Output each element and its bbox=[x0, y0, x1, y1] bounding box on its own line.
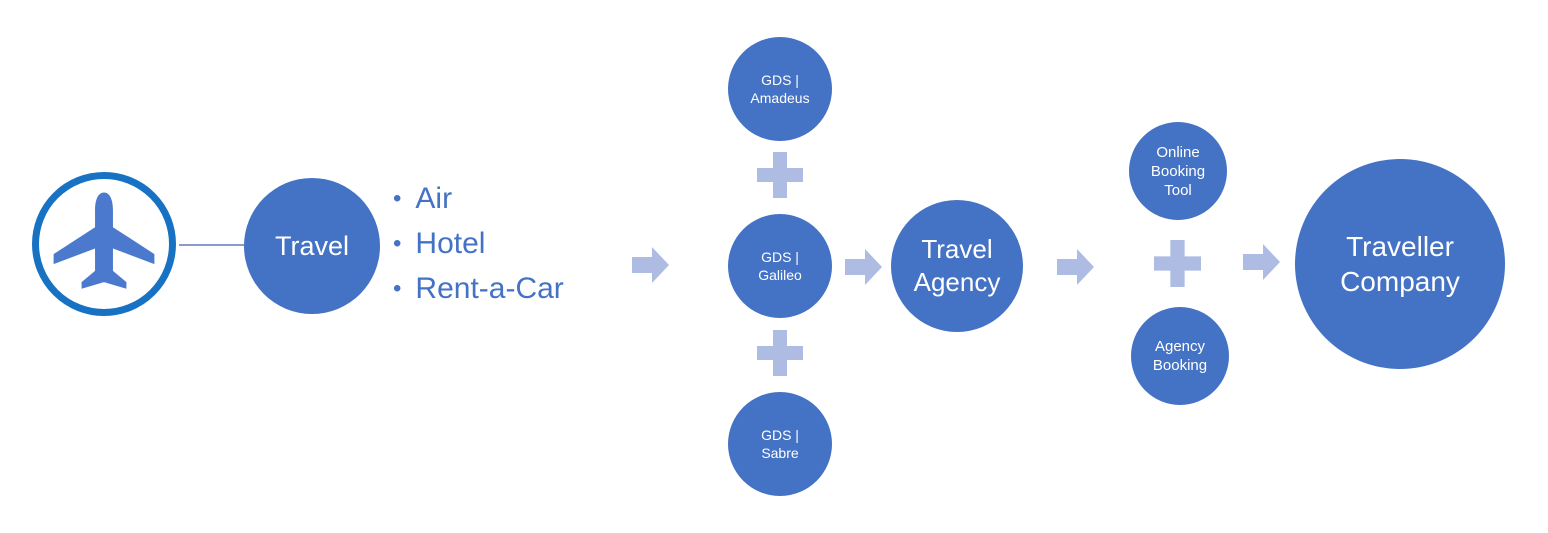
node-gds-amadeus-label: GDS | Amadeus bbox=[750, 72, 810, 106]
bullet-icon: • bbox=[393, 230, 402, 257]
service-rentacar-label: Rent-a-Car bbox=[415, 272, 564, 305]
node-traveller-company: Traveller Company bbox=[1295, 159, 1505, 369]
list-item: • Hotel bbox=[393, 222, 564, 267]
service-hotel-label: Hotel bbox=[415, 227, 486, 260]
node-travel-agency: Travel Agency bbox=[891, 200, 1023, 332]
node-travel-label: Travel bbox=[274, 230, 349, 261]
bullet-icon: • bbox=[393, 185, 402, 212]
node-gds-sabre: GDS | Sabre bbox=[728, 392, 832, 496]
plus-icon bbox=[1154, 240, 1201, 287]
node-online-booking-tool: Online Booking Tool bbox=[1129, 122, 1227, 220]
node-gds-galileo: GDS | Galileo bbox=[728, 214, 832, 318]
node-travel-agency-label: Travel Agency bbox=[913, 234, 1001, 297]
arrow-right-icon bbox=[1243, 243, 1281, 281]
travel-services-list: • Air • Hotel • Rent-a-Car bbox=[393, 177, 564, 312]
arrow-right-icon bbox=[632, 246, 670, 284]
node-travel: Travel bbox=[244, 178, 380, 314]
list-item: • Air bbox=[393, 177, 564, 222]
node-agency-booking: Agency Booking bbox=[1131, 307, 1229, 405]
node-gds-galileo-label: GDS | Galileo bbox=[758, 249, 802, 283]
list-item: • Rent-a-Car bbox=[393, 267, 564, 312]
node-agency-booking-label: Agency Booking bbox=[1152, 338, 1208, 374]
service-air-label: Air bbox=[415, 182, 453, 215]
node-traveller-company-label: Traveller Company bbox=[1340, 231, 1460, 297]
node-gds-amadeus: GDS | Amadeus bbox=[728, 37, 832, 141]
airplane-icon bbox=[32, 172, 176, 316]
bullet-icon: • bbox=[393, 275, 402, 302]
arrow-right-icon bbox=[1057, 248, 1095, 286]
connector-line bbox=[179, 244, 245, 246]
plus-icon bbox=[757, 330, 803, 376]
arrow-right-icon bbox=[845, 248, 883, 286]
node-online-booking-tool-label: Online Booking Tool bbox=[1150, 143, 1206, 199]
plus-icon bbox=[757, 152, 803, 198]
node-gds-sabre-label: GDS | Sabre bbox=[761, 427, 799, 461]
